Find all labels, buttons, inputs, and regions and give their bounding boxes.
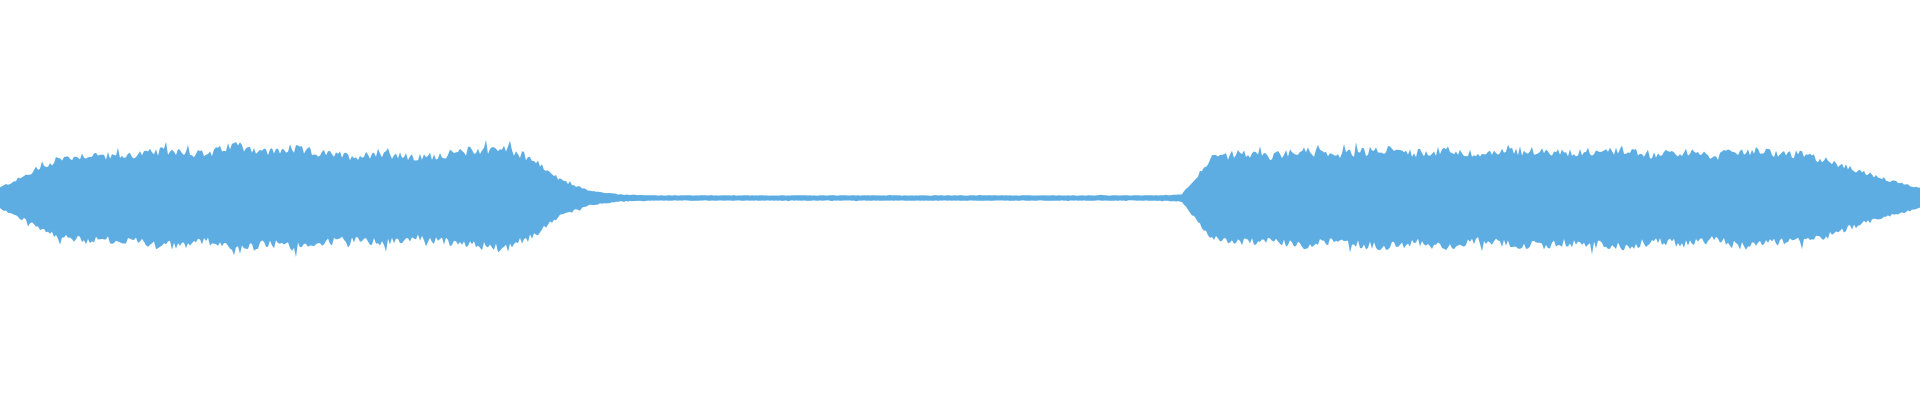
waveform-graphic [0,139,1920,258]
audio-waveform [0,139,1920,258]
